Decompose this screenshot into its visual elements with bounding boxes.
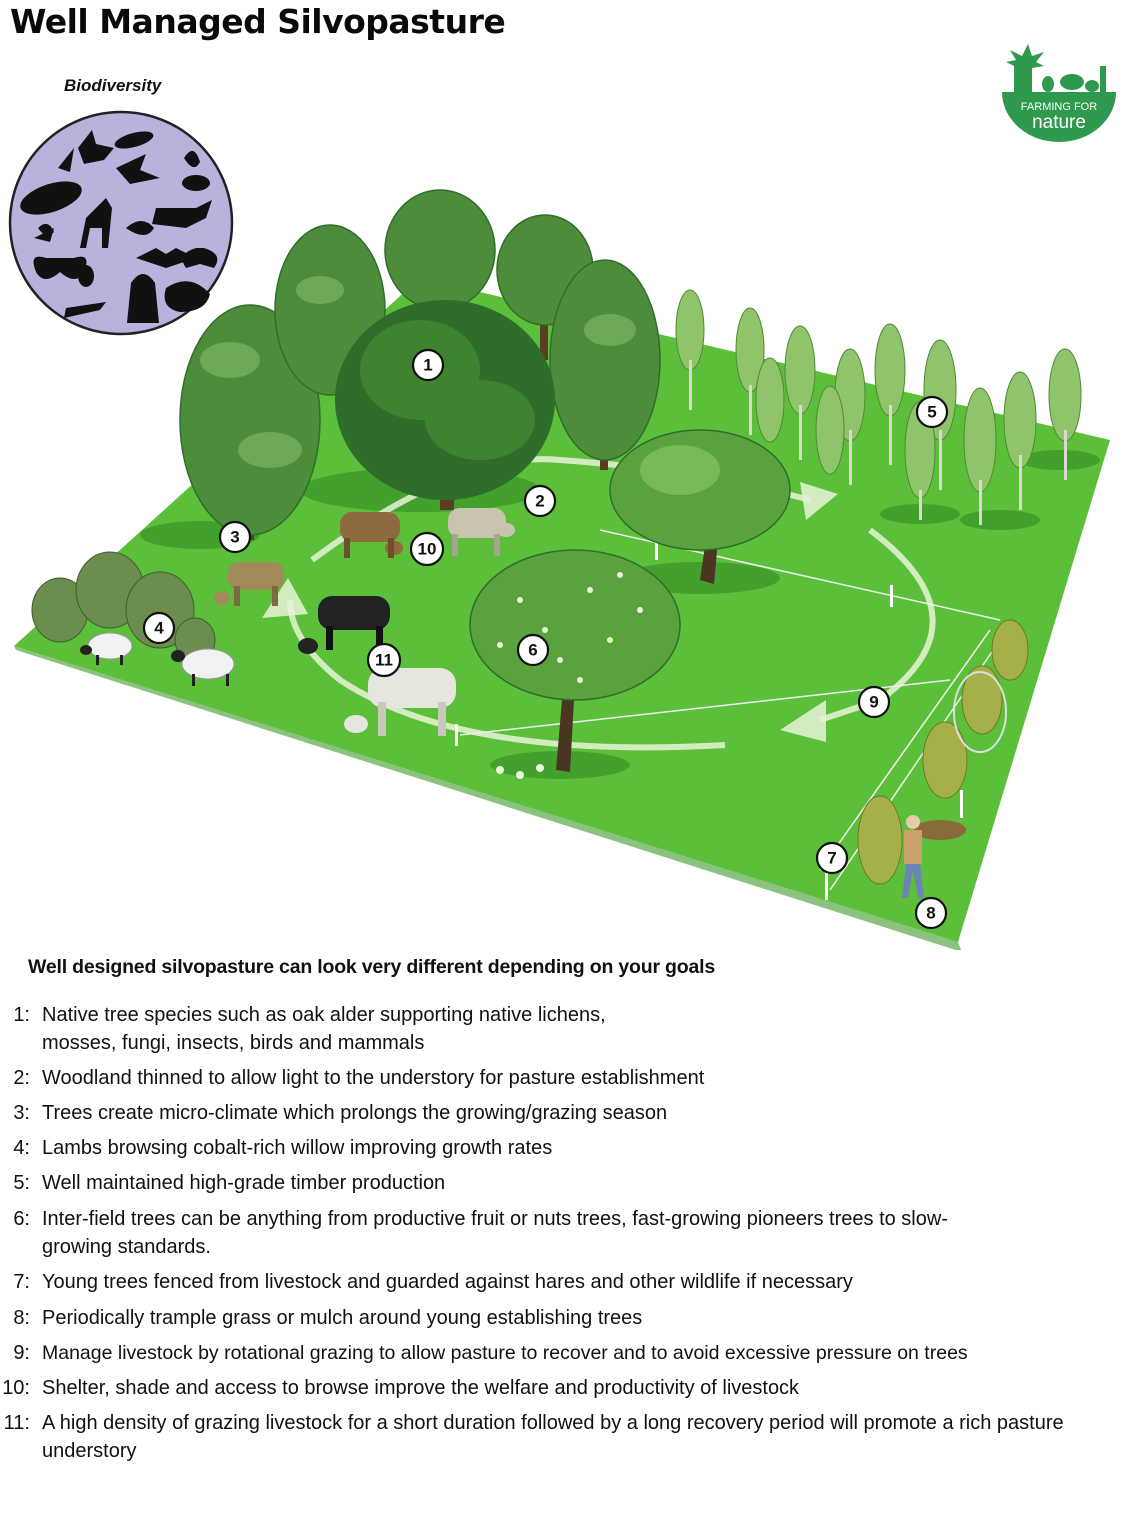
fern-icon <box>34 148 74 242</box>
subtitle: Well designed silvopasture can look very… <box>28 956 715 978</box>
farmer-figure <box>902 815 966 898</box>
legend-text: Shelter, shade and access to browse impr… <box>42 1377 800 1399</box>
legend-number: 4: <box>13 1137 30 1159</box>
legend-text: Native tree species such as oak alder su… <box>42 1004 606 1054</box>
legend-text: Lambs browsing cobalt-rich willow improv… <box>42 1137 553 1159</box>
moth-icon <box>182 248 218 268</box>
frog-icon <box>164 281 210 312</box>
marker-6: 6 <box>516 633 550 667</box>
biodiversity-circle <box>8 110 234 336</box>
legend-text: Well maintained high-grade timber produc… <box>42 1172 446 1194</box>
marker-11: 11 <box>366 642 402 678</box>
svg-text:6: 6 <box>528 641 537 660</box>
young-trees <box>857 619 1029 885</box>
legend-text: Manage livestock by rotational grazing t… <box>42 1342 968 1364</box>
silvopasture-scene: 1 2 3 4 5 6 7 8 9 10 11 <box>14 189 1110 950</box>
inter-field-tree <box>609 429 791 584</box>
svg-text:11: 11 <box>375 651 393 670</box>
lizard-icon <box>64 302 106 318</box>
fruit-tree <box>469 549 681 779</box>
legend-number: 2: <box>13 1067 30 1089</box>
cow-3 <box>214 562 284 606</box>
farming-for-nature-logo: FARMING FOR nature <box>1002 44 1116 142</box>
svg-text:8: 8 <box>926 904 935 923</box>
svg-text:2: 2 <box>535 492 544 511</box>
cow-icon <box>1060 74 1084 90</box>
logo-line1: FARMING FOR <box>1021 101 1097 113</box>
pine-woodland <box>179 189 661 540</box>
grazing-arrow-right <box>819 527 936 723</box>
owl-icon <box>127 274 159 323</box>
legend-text: A high density of grazing livestock for … <box>42 1412 1064 1462</box>
marker-7: 7 <box>815 841 849 875</box>
beetle-icon <box>78 265 94 287</box>
legend-number: 1: <box>13 1004 30 1026</box>
hare-icon <box>78 130 114 164</box>
fox-icon <box>152 200 212 228</box>
svg-text:9: 9 <box>869 693 878 712</box>
sheep-a <box>80 632 133 665</box>
legend-text: Trees create micro-climate which prolong… <box>42 1102 668 1124</box>
marker-10: 10 <box>409 531 445 567</box>
svg-text:1: 1 <box>423 356 432 375</box>
legend-number: 11: <box>3 1412 30 1434</box>
svg-text:4: 4 <box>154 619 164 638</box>
legend-number: 7: <box>13 1271 30 1293</box>
cow-10a <box>340 512 403 558</box>
legend-number: 9: <box>13 1342 30 1364</box>
cow-white <box>344 668 456 736</box>
legend-number: 6: <box>13 1208 30 1230</box>
logo-line2: nature <box>1032 112 1086 133</box>
cow-black <box>298 596 390 654</box>
svg-text:3: 3 <box>230 528 239 547</box>
legend-number: 5: <box>13 1172 30 1194</box>
sheep-icon <box>1085 80 1099 92</box>
marker-9: 9 <box>857 685 891 719</box>
livestock <box>80 508 515 736</box>
robin-icon <box>126 221 154 235</box>
butterfly-icon <box>33 256 87 279</box>
marker-1: 1 <box>411 348 445 382</box>
legend-text: Young trees fenced from livestock and gu… <box>42 1271 853 1293</box>
svg-text:10: 10 <box>418 540 437 559</box>
deer-icon <box>80 198 112 248</box>
page-title: Well Managed Silvopasture <box>10 2 506 41</box>
legend-text: Periodically trample grass or mulch arou… <box>42 1307 643 1329</box>
tree-icon <box>1006 44 1044 92</box>
svg-text:5: 5 <box>927 403 936 422</box>
marker-4: 4 <box>142 611 176 645</box>
legend-text: Inter-field trees can be anything from p… <box>42 1208 948 1258</box>
biodiversity-label: Biodiversity <box>64 76 162 95</box>
legend-number: 10: <box>2 1377 30 1399</box>
bird-icon <box>116 154 160 184</box>
marker-3: 3 <box>218 520 252 554</box>
marker-8: 8 <box>914 896 948 930</box>
tree-guard <box>953 671 1007 753</box>
legend-number: 3: <box>13 1102 30 1124</box>
mouse-icon <box>182 175 210 191</box>
sheep-b <box>171 648 235 686</box>
marker-2: 2 <box>523 484 557 518</box>
svg-text:7: 7 <box>827 849 836 868</box>
legend-text: Woodland thinned to allow light to the u… <box>42 1067 705 1089</box>
birch-row <box>675 289 1082 525</box>
legend-number: 8: <box>13 1307 30 1329</box>
cow-10b <box>448 508 515 556</box>
otter-icon <box>114 131 154 149</box>
badger-icon <box>20 181 82 215</box>
marker-5: 5 <box>915 395 949 429</box>
bat-icon <box>136 248 196 268</box>
